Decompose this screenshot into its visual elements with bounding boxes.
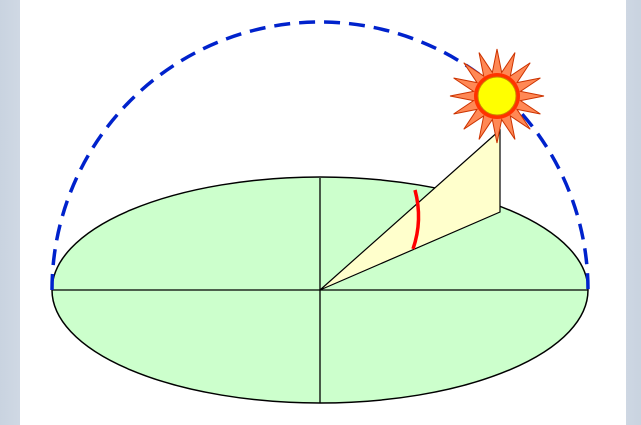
elevation-angle-arc: [411, 189, 421, 250]
sun-icon: [449, 48, 545, 144]
sun-ray-plane: [319, 128, 501, 291]
sun-core: [477, 76, 517, 116]
sky-dome: [50, 20, 590, 291]
